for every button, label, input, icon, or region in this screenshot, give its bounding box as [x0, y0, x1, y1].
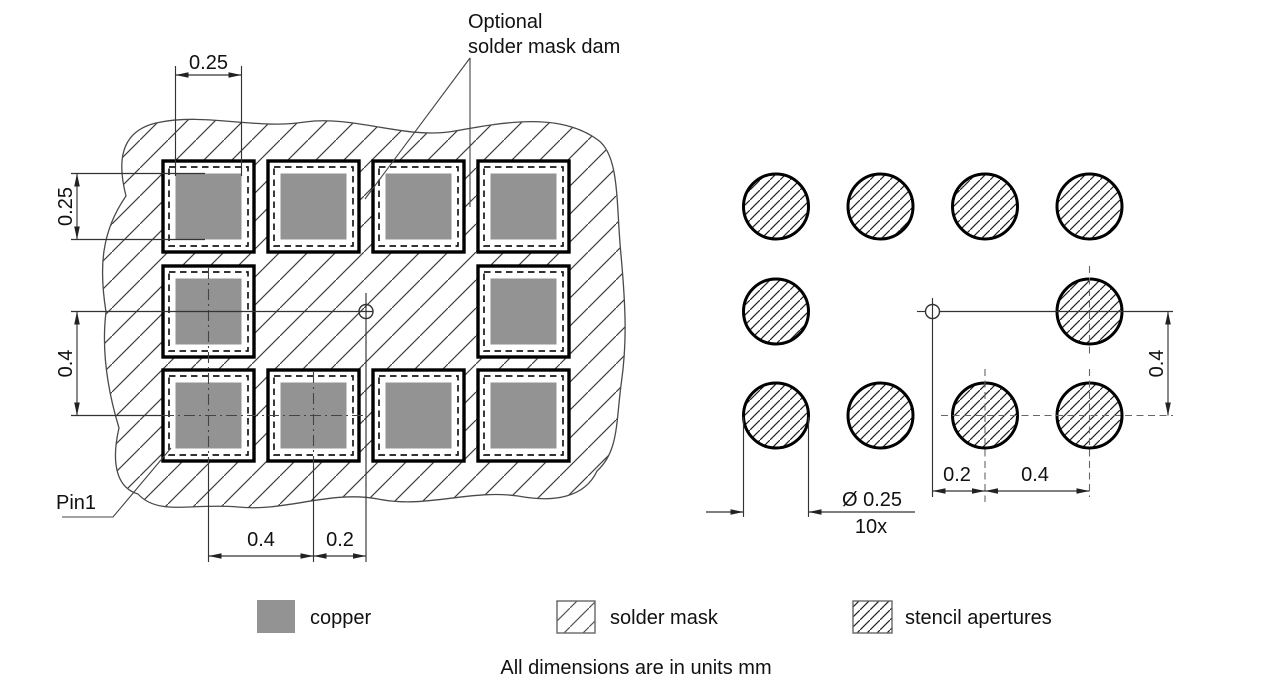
stencil-aperture [951, 172, 1019, 241]
pad [266, 159, 361, 254]
annotation-leader-1 [364, 57, 471, 200]
stencil-apertures [742, 172, 1124, 450]
copper-pad [175, 173, 242, 240]
solder-mask-dam-outline [378, 375, 459, 456]
legend-label-stencil-apertures: stencil apertures [905, 607, 1052, 629]
pad [371, 159, 466, 254]
legend: copper solder mask stencil apertures [257, 600, 1052, 634]
left-footprint-view: 0.25 0.25 0.4 0.4 0.2 Pin1 [55, 11, 626, 562]
stencil-center-mark-icon [924, 303, 941, 320]
copper-pad [280, 173, 347, 240]
dim-aperture-diameter: Ø 0.25 [842, 489, 902, 511]
dim-aperture-center-offset: 0.2 [943, 464, 971, 486]
stencil-aperture [742, 381, 810, 450]
left-dimensions: 0.25 0.25 0.4 0.4 0.2 [55, 52, 366, 559]
copper-swatch [257, 600, 295, 633]
pin1-callout: Pin1 [56, 447, 172, 518]
copper-pad [385, 173, 452, 240]
right-stencil-view: 0.4 Ø 0.25 10x 0.2 0.4 [706, 172, 1173, 538]
pad [476, 368, 571, 463]
copper-pad [490, 382, 557, 449]
dim-aperture-row-pitch: 0.4 [1146, 350, 1168, 378]
stencil-aperture [846, 172, 915, 241]
pad [476, 264, 571, 359]
stencil-aperture [742, 277, 810, 346]
left-centerlines [71, 268, 373, 562]
copper-pad [490, 173, 557, 240]
pad [161, 159, 256, 254]
solder-mask-dam-outline [483, 271, 564, 352]
stencil-aperture [742, 172, 810, 241]
dim-pad-height: 0.25 [55, 187, 77, 226]
stencil-aperture [846, 381, 915, 450]
legend-label-copper: copper [310, 607, 371, 629]
dim-aperture-col-pitch: 0.4 [1021, 464, 1049, 486]
right-dimensions: 0.4 Ø 0.25 10x 0.2 0.4 [706, 311, 1171, 538]
pad [371, 368, 466, 463]
solder-mask-swatch [556, 600, 596, 634]
dim-row-pitch: 0.4 [55, 350, 77, 378]
dim-aperture-count: 10x [855, 516, 887, 538]
annotation-line2: solder mask dam [468, 36, 620, 58]
solder-mask-dam-outline [483, 375, 564, 456]
pin1-leader-line [62, 447, 172, 518]
solder-mask-dam-outline [168, 166, 249, 247]
solder-mask-dam-outline [378, 166, 459, 247]
dim-center-offset: 0.2 [326, 529, 354, 551]
pad [476, 159, 571, 254]
copper-pad [385, 382, 452, 449]
right-centerlines [917, 266, 1173, 502]
legend-label-solder-mask: solder mask [610, 607, 719, 629]
solder-mask-dam-callout: Optional solder mask dam [364, 11, 620, 207]
solder-mask-dam-outline [483, 166, 564, 247]
pin1-label: Pin1 [56, 492, 96, 514]
copper-pad [490, 278, 557, 345]
dim-col-pitch: 0.4 [247, 529, 275, 551]
annotation-line1: Optional [468, 11, 543, 33]
dim-pad-width: 0.25 [189, 52, 228, 74]
package-center-mark-icon [358, 303, 374, 320]
stencil-apertures-swatch [852, 600, 893, 634]
footer-note: All dimensions are in units mm [500, 657, 771, 679]
stencil-aperture [1055, 172, 1124, 241]
solder-mask-dam-outline [273, 166, 354, 247]
